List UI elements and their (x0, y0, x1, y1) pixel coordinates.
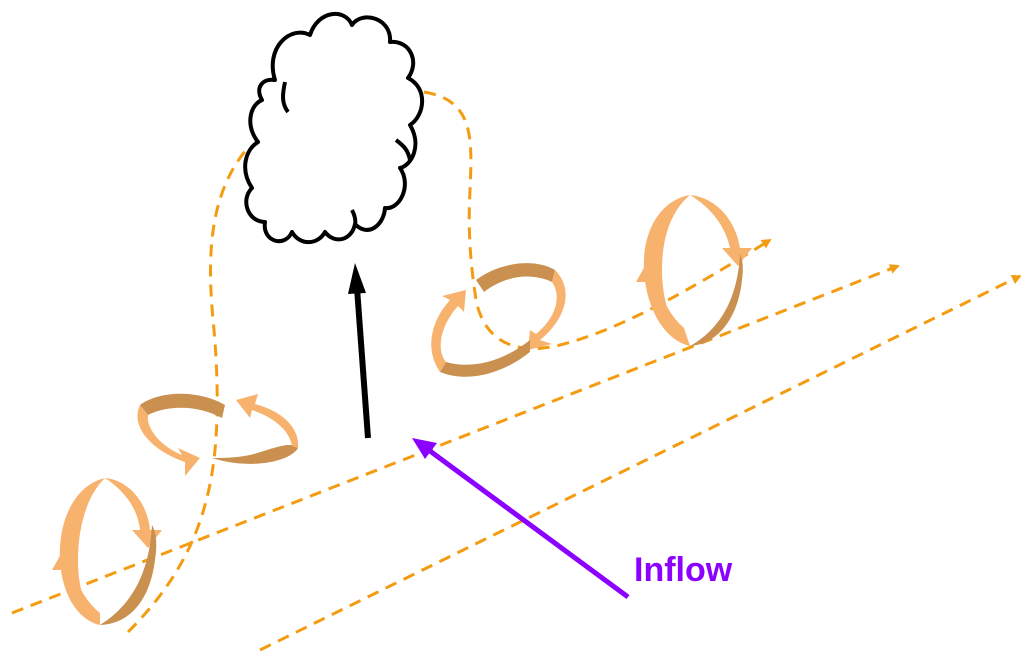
vortex-bottom-left (52, 478, 162, 625)
flow-line-front (11, 264, 900, 615)
flow-lines (11, 90, 1022, 652)
vortex-mid-left (137, 393, 299, 476)
inflow-label: Inflow (634, 551, 733, 589)
updraft-arrow (348, 263, 371, 439)
vortex-mid-right (431, 263, 566, 377)
inflow-arrow (412, 438, 630, 600)
flow-line-right-loop (423, 90, 772, 351)
cloud-icon (243, 11, 425, 245)
flow-line-through-vortices (126, 149, 248, 634)
flow-line-back (259, 274, 1022, 652)
vortex-top-right (636, 195, 752, 346)
